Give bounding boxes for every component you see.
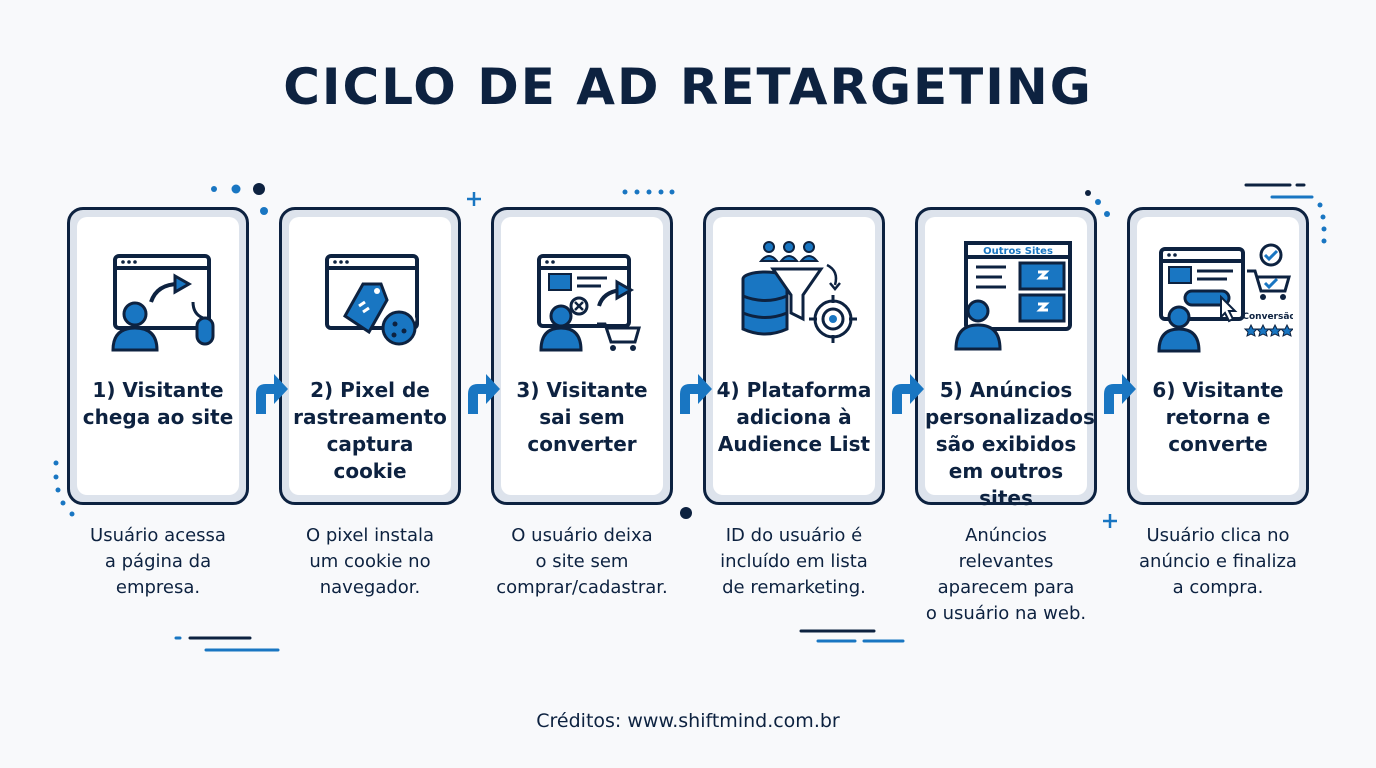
step-description-1: Usuário acessa a página da empresa. xyxy=(90,525,226,598)
step-description-4: ID do usuário é incluído em lista de rem… xyxy=(720,525,868,598)
ads-icon-label: Outros Sites xyxy=(983,246,1053,257)
database-funnel-icon xyxy=(741,241,857,343)
step-title-1: 1) Visitante chega ao site xyxy=(82,378,234,429)
step-card-5: Outros Sites 5) Anúncios personalizados … xyxy=(915,207,1097,510)
flow-arrow-icon xyxy=(468,374,500,414)
flow-arrow-icon xyxy=(256,374,288,414)
step-description-6: Usuário clica no anúncio e finaliza a co… xyxy=(1139,525,1297,598)
step-description-3: O usuário deixa o site sem comprar/cadas… xyxy=(496,525,668,598)
step-title-3: 3) Visitante sai sem converter xyxy=(516,378,648,456)
conversion-icon: Conversão xyxy=(1157,243,1293,353)
step-card-3: 3) Visitante sai sem converter xyxy=(491,207,673,505)
step-title-4: 4) Plataforma adiciona à Audience List xyxy=(716,378,872,456)
step-card-2: 2) Pixel de rastreamento captura cookie xyxy=(279,207,461,505)
ads-other-sites-icon: Outros Sites xyxy=(954,241,1072,351)
step-title-6: 6) Visitante retorna e converte xyxy=(1152,378,1284,456)
rating-stars xyxy=(1243,323,1293,337)
credits-text: Créditos: www.shiftmind.com.br xyxy=(536,710,840,732)
pixel-cookie-icon xyxy=(325,254,419,346)
page-title: CICLO DE AD RETARGETING xyxy=(283,58,1093,116)
step-card-6: Conversão 6) Visitante retorna e convert… xyxy=(1127,207,1309,505)
flow-arrow-icon xyxy=(892,374,924,414)
step-card-4: 4) Plataforma adiciona à Audience List xyxy=(703,207,885,505)
conversion-label: Conversão xyxy=(1242,312,1293,322)
abandon-cart-icon xyxy=(537,254,641,352)
step-card-1: 1) Visitante chega ao site xyxy=(67,207,249,505)
step-description-2: O pixel instala um cookie no navegador. xyxy=(305,525,435,598)
step-description-5: Anúncios relevantes aparecem para o usuá… xyxy=(925,525,1087,624)
step-title-2: 2) Pixel de rastreamento captura cookie xyxy=(293,378,447,483)
flow-arrow-icon xyxy=(1104,374,1136,414)
flow-arrow-icon xyxy=(680,374,712,414)
visitor-website-icon xyxy=(111,254,215,352)
step-title-5: 5) Anúncios personalizados são exibidos … xyxy=(925,378,1095,510)
